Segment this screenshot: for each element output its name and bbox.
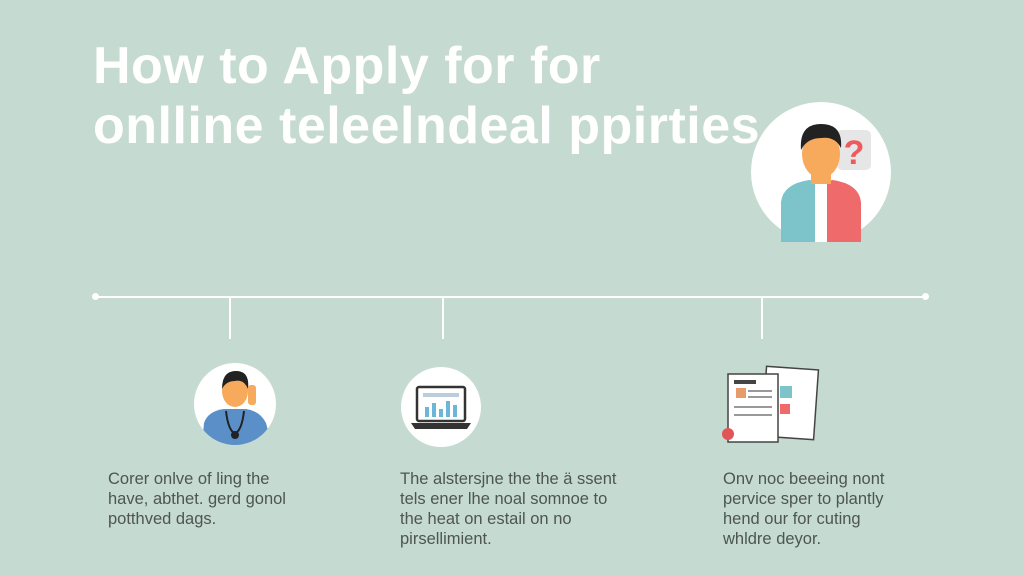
laptop-chart-icon <box>411 385 471 429</box>
text-line: tels ener lhe noal somnoe to <box>400 490 608 508</box>
hero-avatar: ? <box>751 102 891 242</box>
text-line: hend our for cuting <box>723 510 861 528</box>
timeline-end-dot <box>922 293 929 300</box>
text-line: Onv noc beeeing nont <box>723 470 885 488</box>
step-1-icon-circle <box>194 363 276 445</box>
timeline-connector <box>229 297 231 339</box>
person-question-icon: ? <box>781 124 871 242</box>
text-line: have, abthet. gerd gonol <box>108 490 286 508</box>
text-line: potthved dags. <box>108 510 217 528</box>
timeline-connector <box>761 297 763 339</box>
text-line: Corer onlve of ling the <box>108 470 270 488</box>
step-3-description: Onv noc beeeing nont pervice sper to pla… <box>723 469 953 549</box>
text-line: The alstersjne the the ä ssent <box>400 470 617 488</box>
step-2-icon-circle <box>401 367 481 447</box>
title-line-1: How to Apply for for <box>93 37 601 95</box>
title-line-2: onlline teleelndeal ppirties <box>93 97 761 155</box>
doctor-phone-icon <box>202 371 272 445</box>
timeline-start-dot <box>92 293 99 300</box>
text-line: whldre deyor. <box>723 530 822 548</box>
text-line: the heat on estail on no <box>400 510 572 528</box>
text-line: pirsellimient. <box>400 530 492 548</box>
step-2-description: The alstersjne the the ä ssent tels ener… <box>400 469 660 549</box>
svg-text:?: ? <box>844 134 865 172</box>
documents-icon <box>722 365 820 443</box>
page-title: How to Apply for for onlline teleelndeal… <box>93 36 760 156</box>
timeline-connector <box>442 297 444 339</box>
text-line: pervice sper to plantly <box>723 490 884 508</box>
timeline-line <box>96 296 926 298</box>
step-1-description: Corer onlve of ling the have, abthet. ge… <box>108 469 338 529</box>
